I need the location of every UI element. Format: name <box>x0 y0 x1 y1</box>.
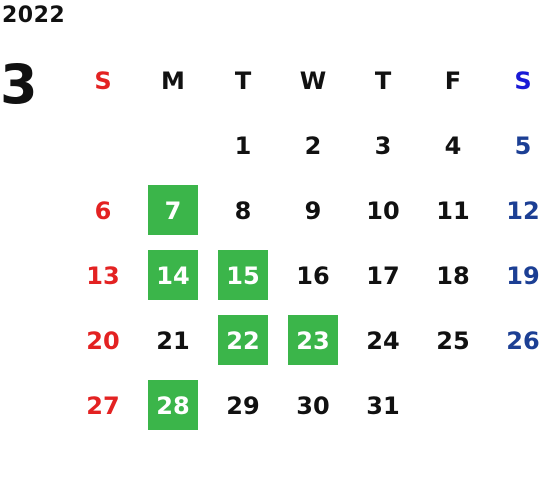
day-number: 6 <box>94 196 112 225</box>
day-cell: 30 <box>278 373 348 438</box>
day-number: 2 <box>304 131 322 160</box>
day-cell: 23 <box>278 308 348 373</box>
day-cell: 24 <box>348 308 418 373</box>
day-cell: 12 <box>488 178 548 243</box>
day-number: 24 <box>366 326 400 355</box>
day-cell: 31 <box>348 373 418 438</box>
highlight-marker <box>148 250 198 300</box>
empty-day-cell <box>488 373 548 438</box>
day-number: 12 <box>506 196 540 225</box>
day-number: 15 <box>226 261 260 290</box>
day-cell: 1 <box>208 113 278 178</box>
day-cell: 26 <box>488 308 548 373</box>
highlight-marker <box>288 315 338 365</box>
day-number: 4 <box>444 131 462 160</box>
empty-day-cell <box>418 373 488 438</box>
day-number: 11 <box>436 196 470 225</box>
weekday-tuesday: T <box>234 66 252 95</box>
day-cell: 13 <box>68 243 138 308</box>
day-number: 31 <box>366 391 400 420</box>
day-number: 13 <box>86 261 120 290</box>
day-number: 21 <box>156 326 190 355</box>
day-cell: 8 <box>208 178 278 243</box>
day-cell: 28 <box>138 373 208 438</box>
day-number: 28 <box>156 391 190 420</box>
empty-day-cell <box>68 113 138 178</box>
day-number: 23 <box>296 326 330 355</box>
day-cell: 2 <box>278 113 348 178</box>
day-cell: 11 <box>418 178 488 243</box>
day-number: 26 <box>506 326 540 355</box>
day-number: 16 <box>296 261 330 290</box>
day-cell: 20 <box>68 308 138 373</box>
day-cell: 27 <box>68 373 138 438</box>
weekday-wednesday: W <box>299 66 327 95</box>
weekday-monday: M <box>161 66 185 95</box>
day-cell: 3 <box>348 113 418 178</box>
day-number: 19 <box>506 261 540 290</box>
day-number: 27 <box>86 391 120 420</box>
day-cell: 9 <box>278 178 348 243</box>
weekday-sunday: S <box>94 66 112 95</box>
day-number: 9 <box>304 196 322 225</box>
day-number: 29 <box>226 391 260 420</box>
day-number: 30 <box>296 391 330 420</box>
weekday-saturday: S <box>514 66 532 95</box>
day-cell: 17 <box>348 243 418 308</box>
day-cell: 16 <box>278 243 348 308</box>
highlight-marker <box>218 250 268 300</box>
day-cell: 18 <box>418 243 488 308</box>
day-number: 7 <box>164 196 182 225</box>
day-cell: 25 <box>418 308 488 373</box>
day-number: 10 <box>366 196 400 225</box>
highlight-marker <box>148 185 198 235</box>
day-number: 25 <box>436 326 470 355</box>
weekday-thursday: T <box>374 66 392 95</box>
day-number: 20 <box>86 326 120 355</box>
day-number: 5 <box>514 131 532 160</box>
day-cell: 10 <box>348 178 418 243</box>
day-number: 18 <box>436 261 470 290</box>
day-cell: 6 <box>68 178 138 243</box>
empty-day-cell <box>138 113 208 178</box>
day-number: 22 <box>226 326 260 355</box>
highlight-marker <box>148 380 198 430</box>
day-number: 8 <box>234 196 252 225</box>
weekday-friday: F <box>444 66 462 95</box>
day-cell: 15 <box>208 243 278 308</box>
year-label: 2022 <box>2 3 66 28</box>
month-number: 3 <box>0 53 38 116</box>
day-number: 1 <box>234 131 252 160</box>
day-number: 17 <box>366 261 400 290</box>
day-cell: 29 <box>208 373 278 438</box>
day-cell: 22 <box>208 308 278 373</box>
day-cell: 7 <box>138 178 208 243</box>
day-cell: 4 <box>418 113 488 178</box>
highlight-marker <box>218 315 268 365</box>
day-cell: 14 <box>138 243 208 308</box>
day-cell: 21 <box>138 308 208 373</box>
day-cell: 19 <box>488 243 548 308</box>
day-number: 14 <box>156 261 190 290</box>
day-number: 3 <box>374 131 392 160</box>
day-cell: 5 <box>488 113 548 178</box>
